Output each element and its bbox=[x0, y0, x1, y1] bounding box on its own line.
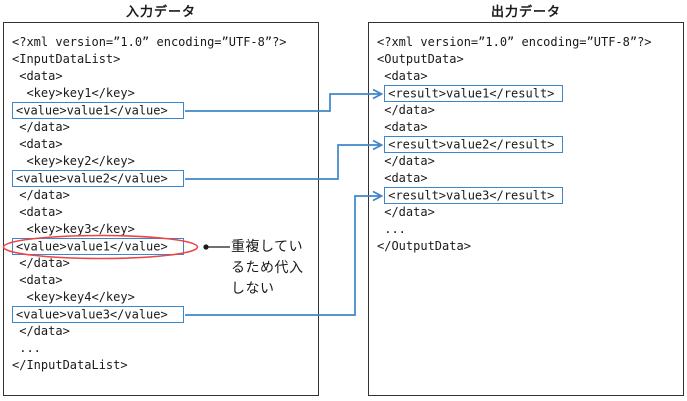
code-line: <data> bbox=[12, 137, 63, 151]
code-line: <?xml version=”1.0” encoding=”UTF-8”?> bbox=[377, 35, 652, 49]
code-line: </InputDataList> bbox=[12, 358, 128, 372]
code-line: <?xml version=”1.0” encoding=”UTF-8”?> bbox=[12, 35, 287, 49]
code-line: ... bbox=[377, 222, 406, 236]
value-highlight-box: <value>value3</value> bbox=[12, 305, 184, 323]
code-line: <key>key4</key> bbox=[12, 290, 135, 304]
annotation-line: しない bbox=[231, 280, 275, 297]
code-line: </data> bbox=[12, 256, 70, 270]
code-line: <key>key2</key> bbox=[12, 154, 135, 168]
code-line: </data> bbox=[12, 120, 70, 134]
code-line: <data> bbox=[12, 69, 63, 83]
duplicate-value-box: <value>value1</value> bbox=[12, 237, 184, 255]
duplicate-annotation: 重複してい るため代入 しない bbox=[231, 237, 304, 300]
code-line: <data> bbox=[12, 273, 63, 287]
code-line: ... bbox=[12, 341, 41, 355]
code-line: <value>value3</value> bbox=[12, 305, 318, 323]
code-line: </data> bbox=[12, 324, 70, 338]
output-code-block: <?xml version=”1.0” encoding=”UTF-8”?> <O… bbox=[377, 34, 683, 255]
code-line: <data> bbox=[12, 205, 63, 219]
code-line: </data> bbox=[377, 103, 435, 117]
code-line: <InputDataList> bbox=[12, 52, 121, 66]
input-panel-title-wrap: 入力データ bbox=[3, 1, 319, 24]
code-line: <key>key1</key> bbox=[12, 86, 135, 100]
code-line: <value>value1</value> bbox=[12, 101, 318, 119]
code-line: </data> bbox=[12, 188, 70, 202]
code-line: </OutputData> bbox=[377, 239, 471, 253]
code-line: <key>key3</key> bbox=[12, 222, 135, 236]
input-panel: <?xml version=”1.0” encoding=”UTF-8”?> <I… bbox=[3, 22, 319, 396]
value-highlight-box: <value>value2</value> bbox=[12, 169, 184, 187]
code-line: <result>value3</result> bbox=[377, 186, 683, 204]
code-line: <data> bbox=[377, 171, 428, 185]
code-line: <OutputData> bbox=[377, 52, 464, 66]
code-line: <data> bbox=[377, 69, 428, 83]
annotation-line: るため代入 bbox=[231, 259, 304, 276]
code-line: <data> bbox=[377, 120, 428, 134]
output-panel-title-wrap: 出力データ bbox=[368, 1, 684, 24]
value-highlight-box: <result>value1</result> bbox=[384, 84, 564, 102]
annotation-line: 重複してい bbox=[231, 238, 304, 255]
output-panel: <?xml version=”1.0” encoding=”UTF-8”?> <O… bbox=[368, 22, 684, 396]
code-line: <result>value2</result> bbox=[377, 135, 683, 153]
value-highlight-box: <result>value2</result> bbox=[384, 135, 564, 153]
input-code-block: <?xml version=”1.0” encoding=”UTF-8”?> <I… bbox=[12, 34, 318, 374]
code-line: </data> bbox=[377, 205, 435, 219]
code-line: <result>value1</result> bbox=[377, 84, 683, 102]
value-highlight-box: <value>value1</value> bbox=[12, 101, 184, 119]
code-line: </data> bbox=[377, 154, 435, 168]
code-line: <value>value2</value> bbox=[12, 169, 318, 187]
value-highlight-box: <result>value3</result> bbox=[384, 186, 564, 204]
